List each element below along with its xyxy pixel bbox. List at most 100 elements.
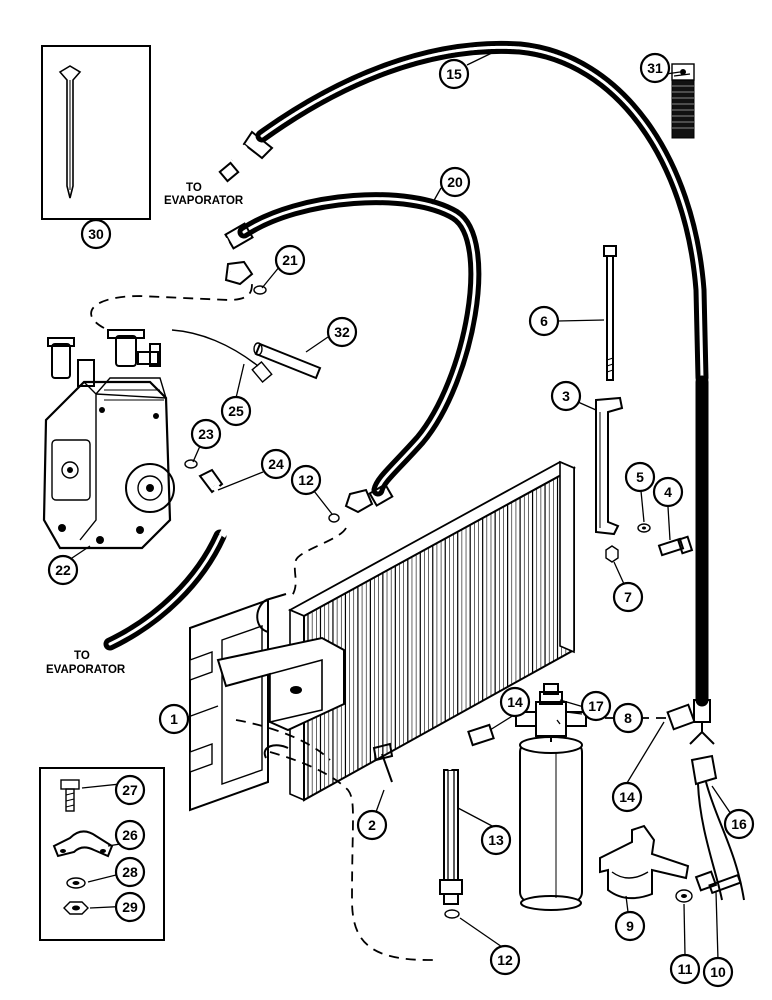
svg-text:32: 32 [334,324,350,340]
hose-15 [218,40,715,745]
fitting-14-right [666,703,696,731]
svg-text:13: 13 [488,832,504,848]
bolt-6-part [603,245,617,381]
bolt-4-part [657,535,694,557]
callout-32: 32 [326,316,358,348]
o-ring-23 [184,459,198,469]
dashed-route-20 [291,527,347,597]
svg-text:3: 3 [562,388,570,404]
svg-text:6: 6 [540,313,548,329]
evaporator-label-top: EVAPORATOR [164,195,244,207]
svg-text:9: 9 [626,918,634,934]
condenser-1 [189,460,577,812]
hose-20-condenser-fitting [344,483,394,514]
callout-1: 1 [158,703,190,735]
svg-text:14: 14 [507,694,523,710]
callout-29: 29 [114,891,146,923]
svg-text:4: 4 [664,484,672,500]
callout-5: 5 [624,461,656,493]
callout-14-right: 14 [611,781,643,813]
callout-20: 20 [439,166,471,198]
svg-text:25: 25 [228,403,244,419]
svg-text:12: 12 [298,472,314,488]
svg-text:30: 30 [88,226,104,242]
svg-text:24: 24 [268,456,284,472]
o-ring-12-lower [444,909,460,919]
svg-text:8: 8 [624,710,632,726]
callout-15: 15 [438,58,470,90]
svg-text:12: 12 [497,952,513,968]
hose-20 [211,192,482,514]
callout-12-upper: 12 [290,464,322,496]
inset-box-clamp-hardware [39,767,165,941]
callout-26: 26 [114,819,146,851]
dashed-route-bracket [235,719,331,761]
svg-text:27: 27 [122,782,138,798]
callout-27: 27 [114,774,146,806]
compressor-22 [42,329,175,550]
callout-3: 3 [550,380,582,412]
svg-text:16: 16 [731,816,747,832]
svg-text:15: 15 [446,66,462,82]
leader-lines [71,49,732,961]
screw-2-part [372,742,394,783]
bolt-10-part [694,870,742,895]
hose-15-evaporator-fitting [218,130,274,183]
o-ring-21 [253,285,267,295]
washer-5-part [637,523,651,533]
svg-text:1: 1 [170,711,178,727]
nut-29-part [63,901,89,915]
bracket-3-part [595,396,624,536]
callout-9: 9 [614,910,646,942]
callout-22: 22 [47,554,79,586]
svg-text:26: 26 [122,827,138,843]
wire-25 [171,329,273,383]
hose-15-receiver-fitting [689,699,715,745]
svg-text:28: 28 [122,864,138,880]
callout-2: 2 [356,809,388,841]
callout-13: 13 [480,824,512,856]
callout-14-left: 14 [499,686,531,718]
washer-28-part [66,877,86,889]
callout-6: 6 [528,305,560,337]
callout-28: 28 [114,856,146,888]
svg-text:22: 22 [55,562,71,578]
svg-text:10: 10 [710,964,726,980]
svg-text:20: 20 [447,174,463,190]
svg-text:14: 14 [619,789,635,805]
callout-8: 8 [612,702,644,734]
evaporator-label-bottom: EVAPORATOR [46,664,126,676]
callout-23: 23 [190,418,222,450]
hose-24-compressor-fitting [198,468,233,538]
svg-text:17: 17 [588,698,604,714]
svg-text:2: 2 [368,817,376,833]
to-label-bottom: TO [74,650,90,662]
callout-10: 10 [702,956,734,988]
callout-7: 7 [612,581,644,613]
callout-31: 31 [639,52,671,84]
bolt-27-part [60,779,80,812]
receiver-drier-8 [515,683,587,911]
to-label-top: TO [186,182,202,194]
svg-text:7: 7 [624,589,632,605]
svg-text:5: 5 [636,469,644,485]
callout-17: 17 [580,690,612,722]
o-ring-12-upper [328,513,340,523]
clamp-9-part [599,824,690,900]
svg-text:21: 21 [282,252,298,268]
clamp-26-part [52,830,114,858]
dashed-route-21 [90,283,253,329]
callout-16: 16 [723,808,755,840]
svg-text:23: 23 [198,426,214,442]
callout-25: 25 [220,395,252,427]
callout-21: 21 [274,244,306,276]
svg-text:29: 29 [122,899,138,915]
hose-20-compressor-fitting [211,222,254,286]
callout-bubbles: 15 31 30 20 21 6 32 25 3 23 24 12 5 4 22… [47,52,755,988]
svg-text:31: 31 [647,60,663,76]
nut-7-part [605,545,619,563]
cable-tie-part [58,65,82,199]
callout-11: 11 [669,953,701,985]
